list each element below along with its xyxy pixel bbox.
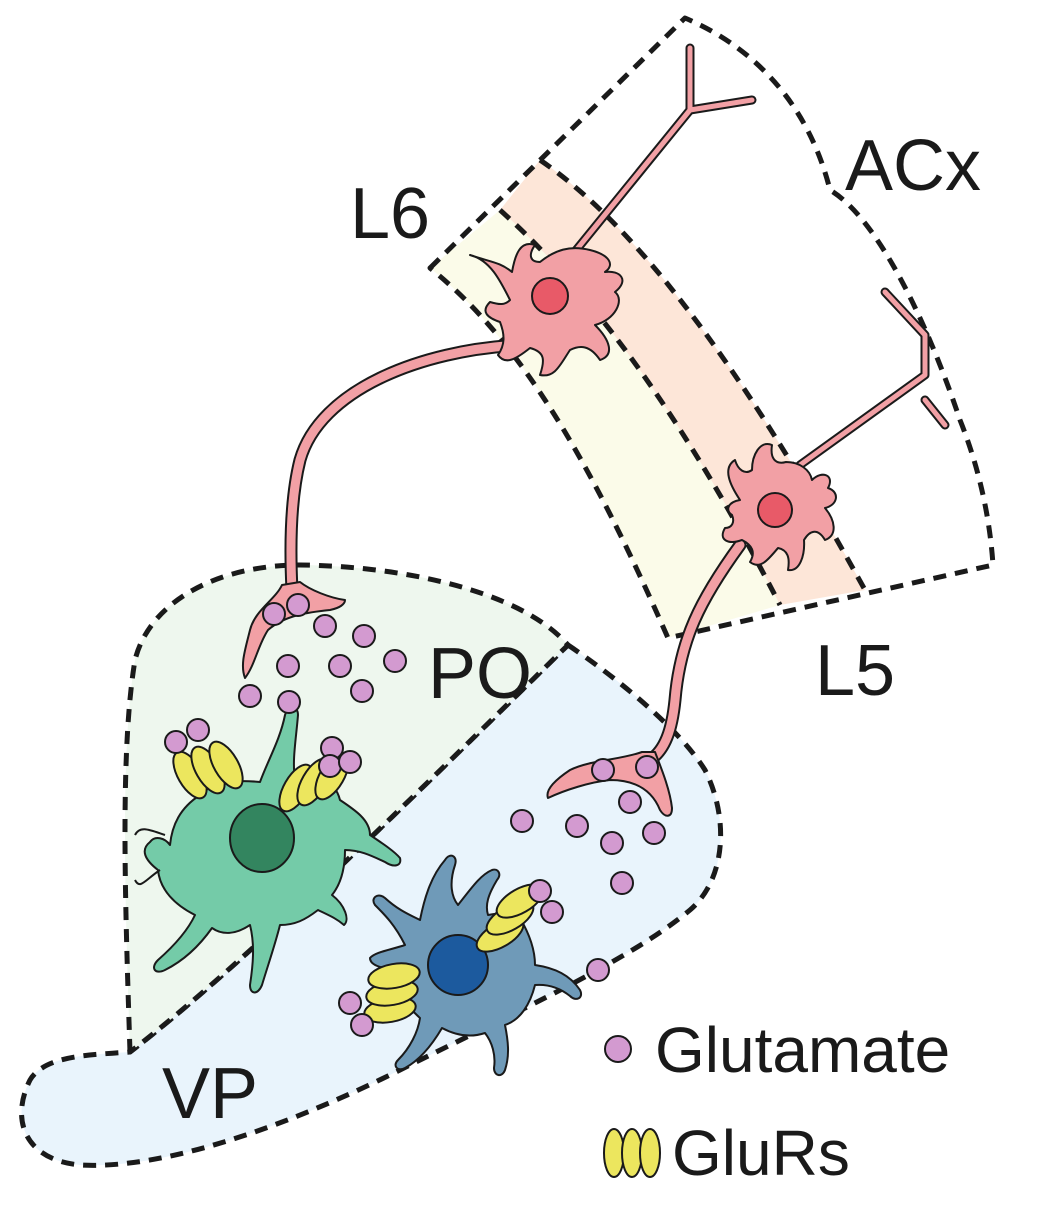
l6-neuron (284, 43, 757, 597)
legend-glutamate-label: Glutamate (655, 1014, 950, 1086)
l5-nucleus (757, 492, 793, 528)
l6-nucleus (531, 277, 569, 315)
label-l5: L5 (815, 631, 895, 711)
vp-glurs-left (363, 962, 421, 1024)
legend-glutamate-swatch (604, 1035, 632, 1063)
l5-neuron (643, 287, 950, 767)
acx-outline (427, 15, 996, 641)
legend-glurs-swatch (603, 1128, 661, 1178)
glutamate-dots (164, 593, 666, 1037)
po-nucleus (229, 803, 295, 873)
vp-neuron (369, 854, 582, 1076)
label-po: PO (428, 634, 532, 714)
legend-glurs-label: GluRs (672, 1117, 850, 1189)
label-l6: L6 (350, 174, 430, 254)
label-vp: VP (162, 1054, 258, 1134)
po-dendrite-left (134, 828, 166, 886)
po-glurs-left (172, 740, 244, 800)
vp-nucleus (427, 934, 489, 996)
label-acx: ACx (845, 126, 981, 206)
legend: Glutamate GluRs (603, 1014, 950, 1189)
